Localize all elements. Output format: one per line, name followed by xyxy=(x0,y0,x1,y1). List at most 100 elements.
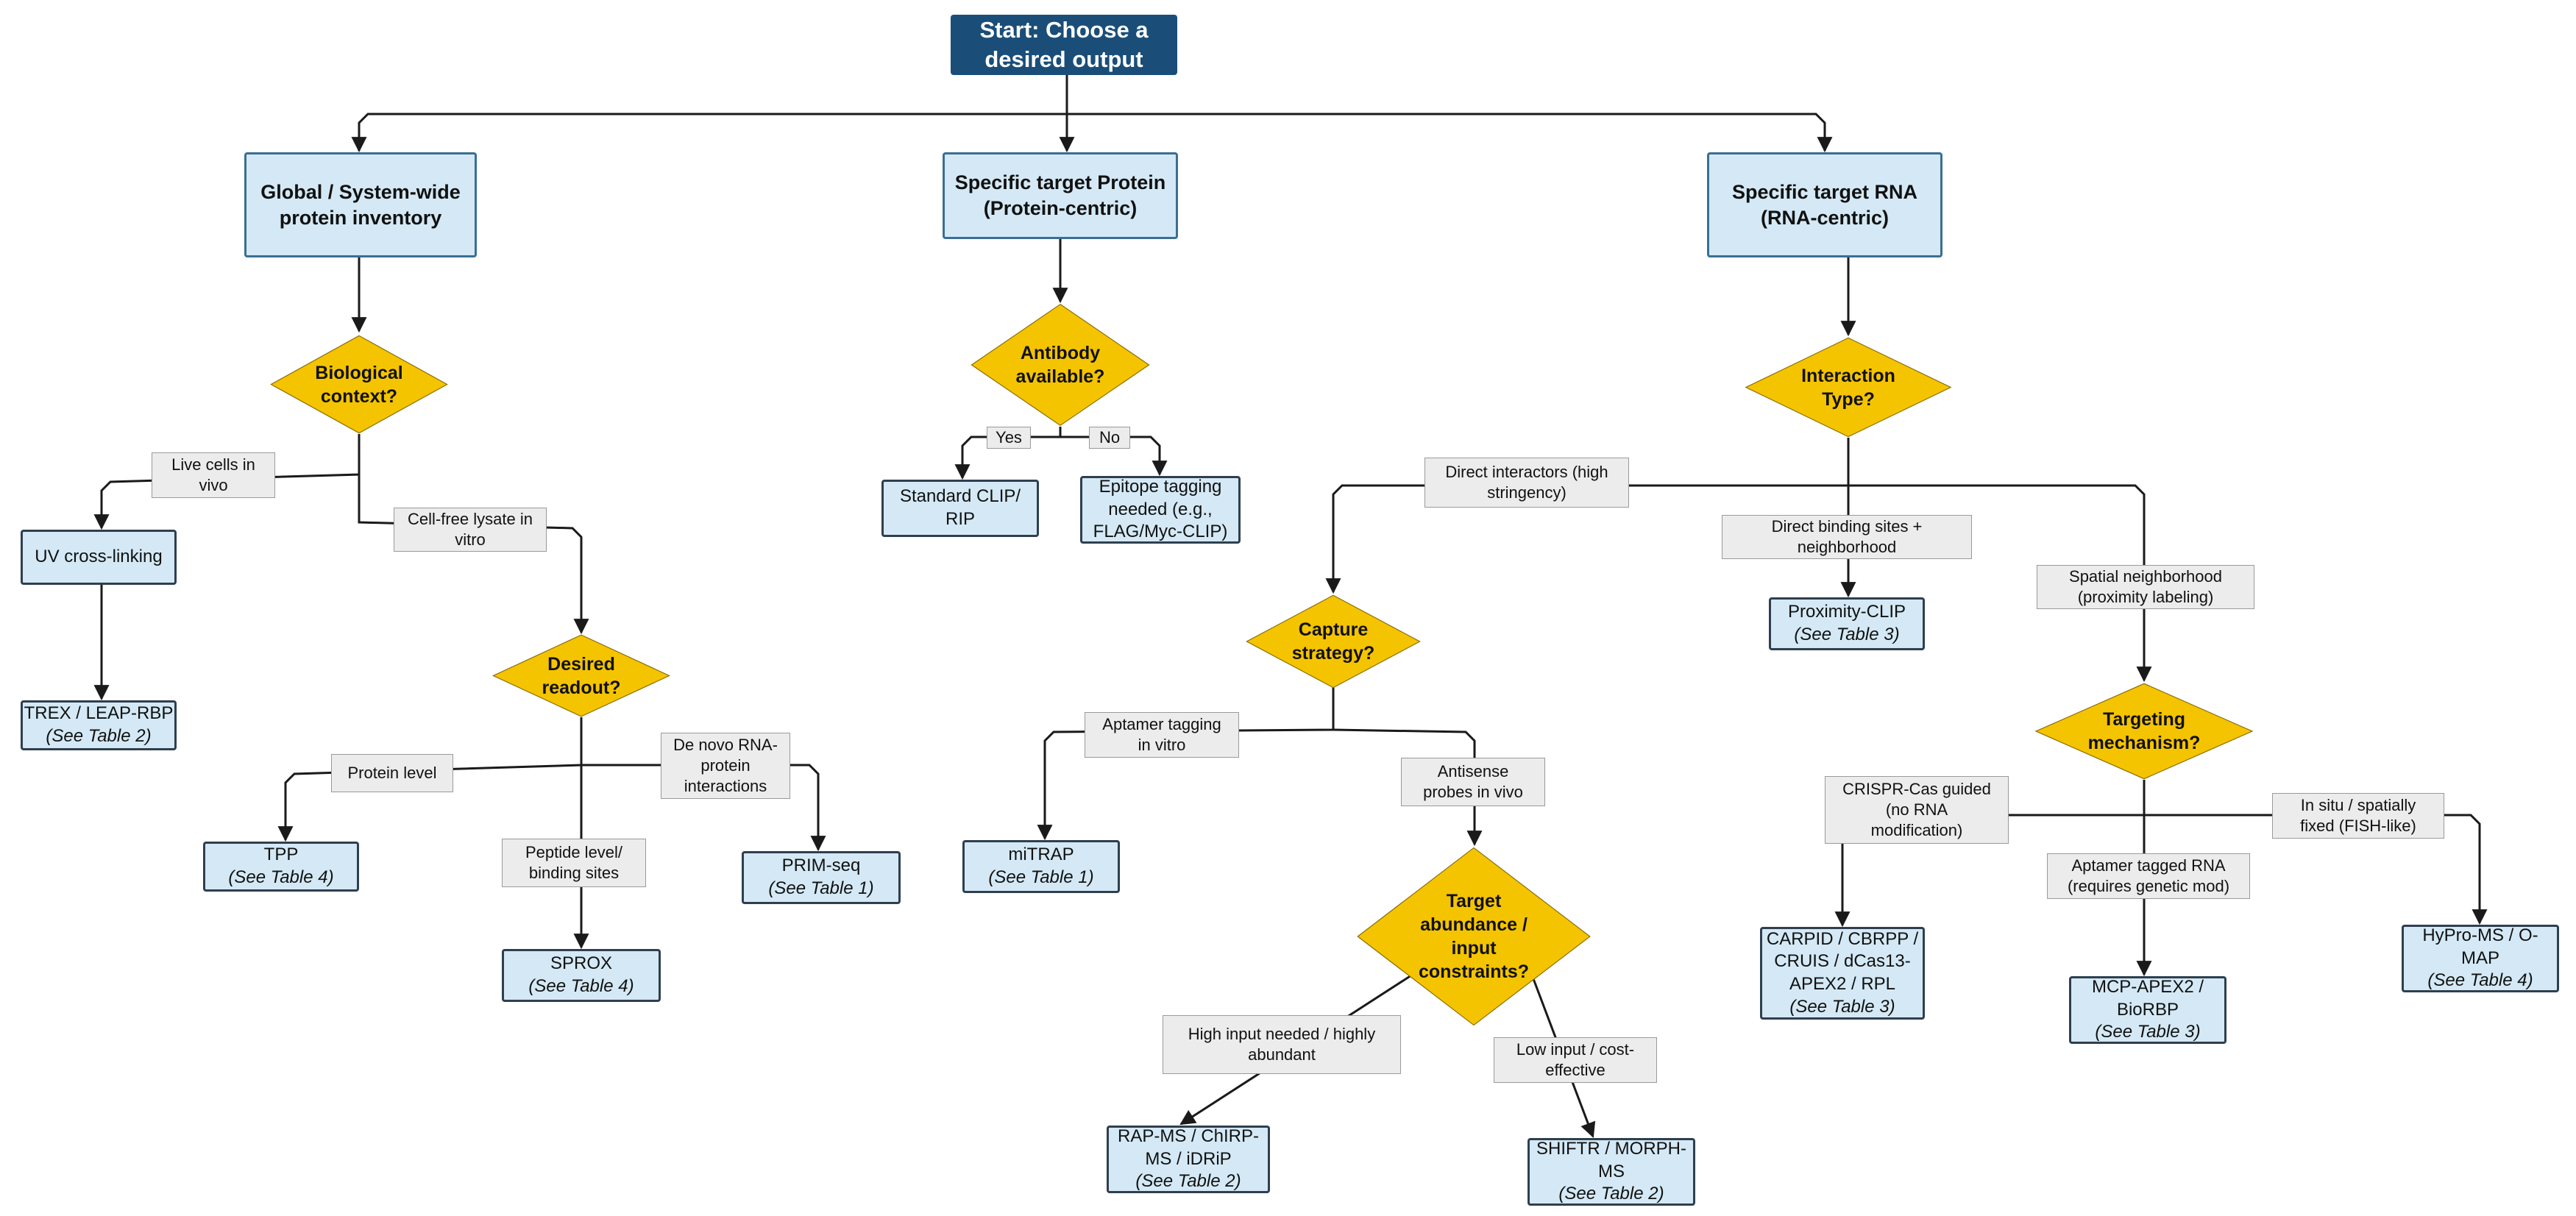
label-high-input-line2: abundant xyxy=(1248,1045,1316,1064)
decision-antibody-line2: available? xyxy=(1015,366,1105,387)
label-live-cells: Live cells in vivo xyxy=(152,452,275,498)
decision-readout-line2: readout? xyxy=(542,677,621,698)
decision-bio-line2: context? xyxy=(320,385,398,407)
decision-capture-line1: Capture xyxy=(1298,619,1369,640)
method-carpid-line4: (See Table 3) xyxy=(1789,996,1895,1017)
start-line2: desired output xyxy=(984,46,1143,72)
label-antisense-line1: Antisense xyxy=(1437,761,1509,781)
method-carpid-line3: APEX2 / RPL xyxy=(1789,974,1896,994)
label-denovo-line3: interactions xyxy=(684,777,767,796)
method-stdclip-line2: RIP xyxy=(945,509,975,529)
category-protein-line2: (Protein-centric) xyxy=(983,197,1138,219)
method-proxclip-line1: Proximity-CLIP xyxy=(1787,602,1906,622)
label-high-input-line1: High input needed / highly xyxy=(1188,1024,1376,1043)
method-hypro-line2: MAP xyxy=(2460,947,2499,968)
decision-abundance-line1: Target xyxy=(1446,891,1502,911)
method-carpid-line2: CRUIS / dCas13- xyxy=(1774,951,1911,972)
label-cell-free: Cell-free lysate in vitro xyxy=(394,508,547,552)
method-prim-line2: (See Table 1) xyxy=(768,878,874,898)
label-yes-text: Yes xyxy=(996,427,1022,447)
label-low-input-line2: effective xyxy=(1545,1061,1605,1079)
label-crispr-line1: CRISPR-Cas guided xyxy=(1842,779,1991,798)
label-aptamer-vitro-line1: Aptamer tagging xyxy=(1102,714,1221,733)
decision-capture-strategy: Capture strategy? xyxy=(1245,594,1422,689)
method-mcp-line3: (See Table 3) xyxy=(2095,1022,2201,1042)
label-spatial-line2: (proximity labeling) xyxy=(2077,588,2214,606)
label-direct-interactors: Direct interactors (high stringency) xyxy=(1424,458,1629,508)
method-sprox-line1: SPROX xyxy=(550,953,613,974)
label-aptamer-vitro: Aptamer tagging in vitro xyxy=(1085,712,1239,758)
decision-targeting-mechanism: Targeting mechanism? xyxy=(2034,683,2254,780)
edge-bio-cellfree xyxy=(358,474,589,635)
decision-biological-context: Biological context? xyxy=(269,335,449,434)
method-shiftr-line3: (See Table 2) xyxy=(1558,1184,1664,1204)
start-node: Start: Choose a desired output xyxy=(951,15,1177,75)
edge-bio-live xyxy=(93,434,361,530)
method-rap-ms: RAP-MS / ChIRP- MS / iDRiP (See Table 2) xyxy=(1107,1126,1270,1193)
method-stdclip-line1: Standard CLIP/ xyxy=(899,486,1021,507)
edge-start-rna xyxy=(1067,113,1833,153)
method-proxclip-line2: (See Table 3) xyxy=(1794,625,1900,644)
label-binding-line1: Direct binding sites + xyxy=(1771,516,1923,536)
method-tpp: TPP (See Table 4) xyxy=(203,842,359,892)
label-protein-level-text: Protein level xyxy=(347,763,437,782)
method-proximity-clip: Proximity-CLIP (See Table 3) xyxy=(1769,597,1925,650)
label-no: No xyxy=(1089,427,1130,449)
category-rna: Specific target RNA (RNA-centric) xyxy=(1707,152,1942,257)
method-trex-line2: (See Table 2) xyxy=(46,726,152,746)
method-trex-line1: TREX / LEAP-RBP xyxy=(24,703,174,724)
method-shiftr: SHIFTR / MORPH- MS (See Table 2) xyxy=(1527,1138,1695,1206)
decision-interaction-type: Interaction Type? xyxy=(1744,337,1953,438)
method-sprox-line2: (See Table 4) xyxy=(528,976,634,996)
decision-interaction-line2: Type? xyxy=(1822,388,1875,410)
label-yes: Yes xyxy=(987,427,1031,449)
method-uv-text: UV cross-linking xyxy=(35,547,163,567)
decision-readout-line1: Desired xyxy=(547,653,615,675)
method-epitope-line2: needed (e.g., xyxy=(1108,499,1213,519)
label-aptamer-rna-line1: Aptamer tagged RNA xyxy=(2071,856,2226,875)
decision-interaction-line1: Interaction xyxy=(1801,365,1895,386)
method-rap-line1: RAP-MS / ChIRP- xyxy=(1117,1126,1260,1146)
method-standard-clip: Standard CLIP/ RIP xyxy=(881,480,1039,537)
decision-targeting-line1: Targeting xyxy=(2102,709,2186,730)
decision-antibody-line1: Antibody xyxy=(1020,343,1101,363)
method-prim-line1: PRIM-seq xyxy=(781,856,861,876)
decision-desired-readout: Desired readout? xyxy=(492,634,671,717)
method-mitrap-line2: (See Table 1) xyxy=(988,867,1094,887)
label-antisense-line2: probes in vivo xyxy=(1423,783,1523,801)
label-low-input-line1: Low input / cost- xyxy=(1516,1039,1635,1059)
method-shiftr-line1: SHIFTR / MORPH- xyxy=(1536,1138,1686,1159)
label-crispr-line2: (no RNA xyxy=(1885,800,1948,819)
label-denovo-line2: protein xyxy=(700,755,751,775)
method-trex: TREX / LEAP-RBP (See Table 2) xyxy=(21,700,177,750)
decision-antibody: Antibody available? xyxy=(970,303,1151,427)
decision-target-abundance: Target abundance / input constraints? xyxy=(1355,846,1592,1027)
method-epitope-line1: Epitope tagging xyxy=(1099,476,1222,497)
method-mcp-line1: MCP-APEX2 / xyxy=(2091,976,2204,997)
label-protein-level: Protein level xyxy=(331,754,453,792)
label-high-input: High input needed / highly abundant xyxy=(1163,1015,1401,1074)
category-global: Global / System-wide protein inventory xyxy=(244,152,477,257)
category-protein-line1: Specific target Protein xyxy=(954,171,1166,194)
category-global-line2: protein inventory xyxy=(279,206,442,229)
method-mitrap: miTRAP (See Table 1) xyxy=(962,840,1120,893)
label-peptide-level: Peptide level/ binding sites xyxy=(502,839,646,887)
method-mcp-line2: BioRBP xyxy=(2116,999,2179,1020)
category-global-line1: Global / System-wide xyxy=(260,180,461,203)
method-uv-crosslinking: UV cross-linking xyxy=(21,530,177,585)
label-direct-line2: stringency) xyxy=(1487,483,1566,502)
edge-capture-aptamer xyxy=(1037,669,1335,841)
label-insitu-line2: fixed (FISH-like) xyxy=(2300,817,2416,835)
label-aptamer-rna-line2: (requires genetic mod) xyxy=(2067,877,2230,895)
method-hypro-ms: HyPro-MS / O- MAP (See Table 4) xyxy=(2402,925,2559,992)
method-shiftr-line2: MS xyxy=(1598,1161,1625,1181)
label-peptide-line2: binding sites xyxy=(528,864,620,882)
label-direct-binding: Direct binding sites + neighborhood xyxy=(1722,515,1972,559)
start-line1: Start: Choose a xyxy=(979,17,1149,43)
label-denovo-line1: De novo RNA- xyxy=(673,735,778,754)
method-tpp-line2: (See Table 4) xyxy=(228,867,334,887)
label-insitu: In situ / spatially fixed (FISH-like) xyxy=(2272,793,2444,839)
label-live-line1: Live cells in xyxy=(171,455,255,474)
label-direct-line1: Direct interactors (high xyxy=(1445,462,1608,481)
